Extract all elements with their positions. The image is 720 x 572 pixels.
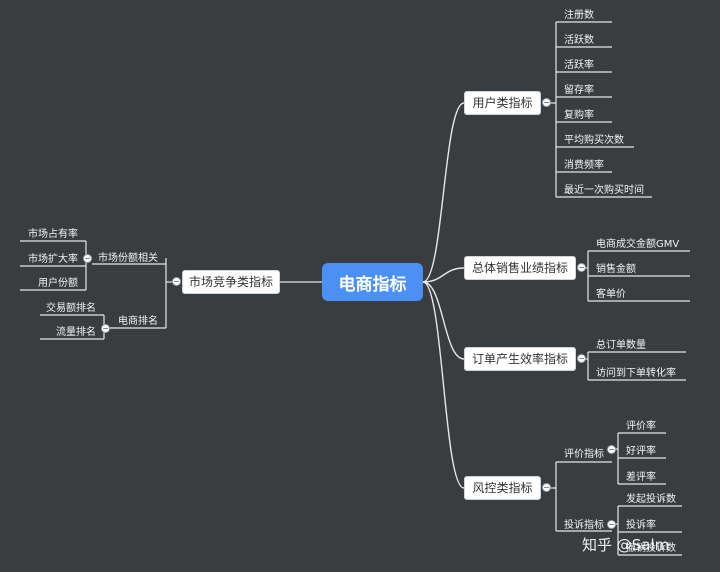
collapse-toggle-risk-control[interactable]: − <box>542 483 551 492</box>
connector-root-user-metrics <box>422 102 465 283</box>
group-label-evaluation: 评价指标 <box>564 447 604 460</box>
leaf-label-complaint: 撤销投诉数 <box>626 541 676 554</box>
branch-risk-control[interactable]: 风控类指标 <box>464 476 541 500</box>
root-node[interactable]: 电商指标 <box>322 263 423 301</box>
leaf-label-evaluation: 差评率 <box>626 470 656 483</box>
group-label-ecommerce-ranking: 电商排名 <box>118 314 158 327</box>
collapse-toggle-market-share[interactable]: − <box>83 254 92 263</box>
leaf-label-order-efficiency: 访问到下单转化率 <box>596 366 676 379</box>
watermark: 知乎 @Salm <box>582 536 670 554</box>
connector-root-risk-control <box>422 281 465 489</box>
group-label-complaint: 投诉指标 <box>564 518 604 531</box>
connector-root-sales-performance <box>422 267 465 283</box>
leaf-label-complaint: 投诉率 <box>626 518 656 531</box>
leaf-label-evaluation: 评价率 <box>626 419 656 432</box>
collapse-toggle-market-competition[interactable]: − <box>172 277 181 286</box>
leaf-label-sales-performance: 客单价 <box>596 287 626 300</box>
connector-root-order-efficiency <box>422 281 465 360</box>
leaf-label-user-metrics: 注册数 <box>564 8 594 21</box>
branch-user-metrics[interactable]: 用户类指标 <box>464 91 541 115</box>
leaf-label-user-metrics: 留存率 <box>564 83 594 96</box>
collapse-toggle-order-efficiency[interactable]: − <box>577 354 586 363</box>
branch-market-competition[interactable]: 市场竞争类指标 <box>182 270 280 294</box>
leaf-label-market-share: 市场扩大率 <box>28 252 78 265</box>
leaf-label-market-share: 市场占有率 <box>28 227 78 240</box>
collapse-toggle-evaluation[interactable]: − <box>607 445 616 454</box>
group-label-market-share: 市场份额相关 <box>98 251 158 264</box>
leaf-label-user-metrics: 消费频率 <box>564 158 604 171</box>
branch-order-efficiency[interactable]: 订单产生效率指标 <box>464 347 576 371</box>
leaf-label-user-metrics: 最近一次购买时间 <box>564 183 644 196</box>
leaf-label-user-metrics: 平均购买次数 <box>564 133 624 146</box>
collapse-toggle-user-metrics[interactable]: − <box>542 98 551 107</box>
branch-sales-performance[interactable]: 总体销售业绩指标 <box>464 256 576 280</box>
leaf-label-complaint: 发起投诉数 <box>626 492 676 505</box>
leaf-label-market-share: 用户份额 <box>38 276 78 289</box>
leaf-label-user-metrics: 复购率 <box>564 108 594 121</box>
leaf-label-sales-performance: 电商成交金额GMV <box>596 237 679 250</box>
leaf-label-sales-performance: 销售金额 <box>596 262 636 275</box>
leaf-label-ecommerce-ranking: 交易额排名 <box>46 301 96 314</box>
leaf-label-user-metrics: 活跃率 <box>564 58 594 71</box>
collapse-toggle-sales-performance[interactable]: − <box>577 263 586 272</box>
collapse-toggle-ecommerce-ranking[interactable]: − <box>101 324 110 333</box>
leaf-label-order-efficiency: 总订单数量 <box>596 338 646 351</box>
leaf-label-ecommerce-ranking: 流量排名 <box>56 325 96 338</box>
leaf-label-user-metrics: 活跃数 <box>564 33 594 46</box>
leaf-label-evaluation: 好评率 <box>626 444 656 457</box>
collapse-toggle-complaint[interactable]: − <box>607 520 616 529</box>
